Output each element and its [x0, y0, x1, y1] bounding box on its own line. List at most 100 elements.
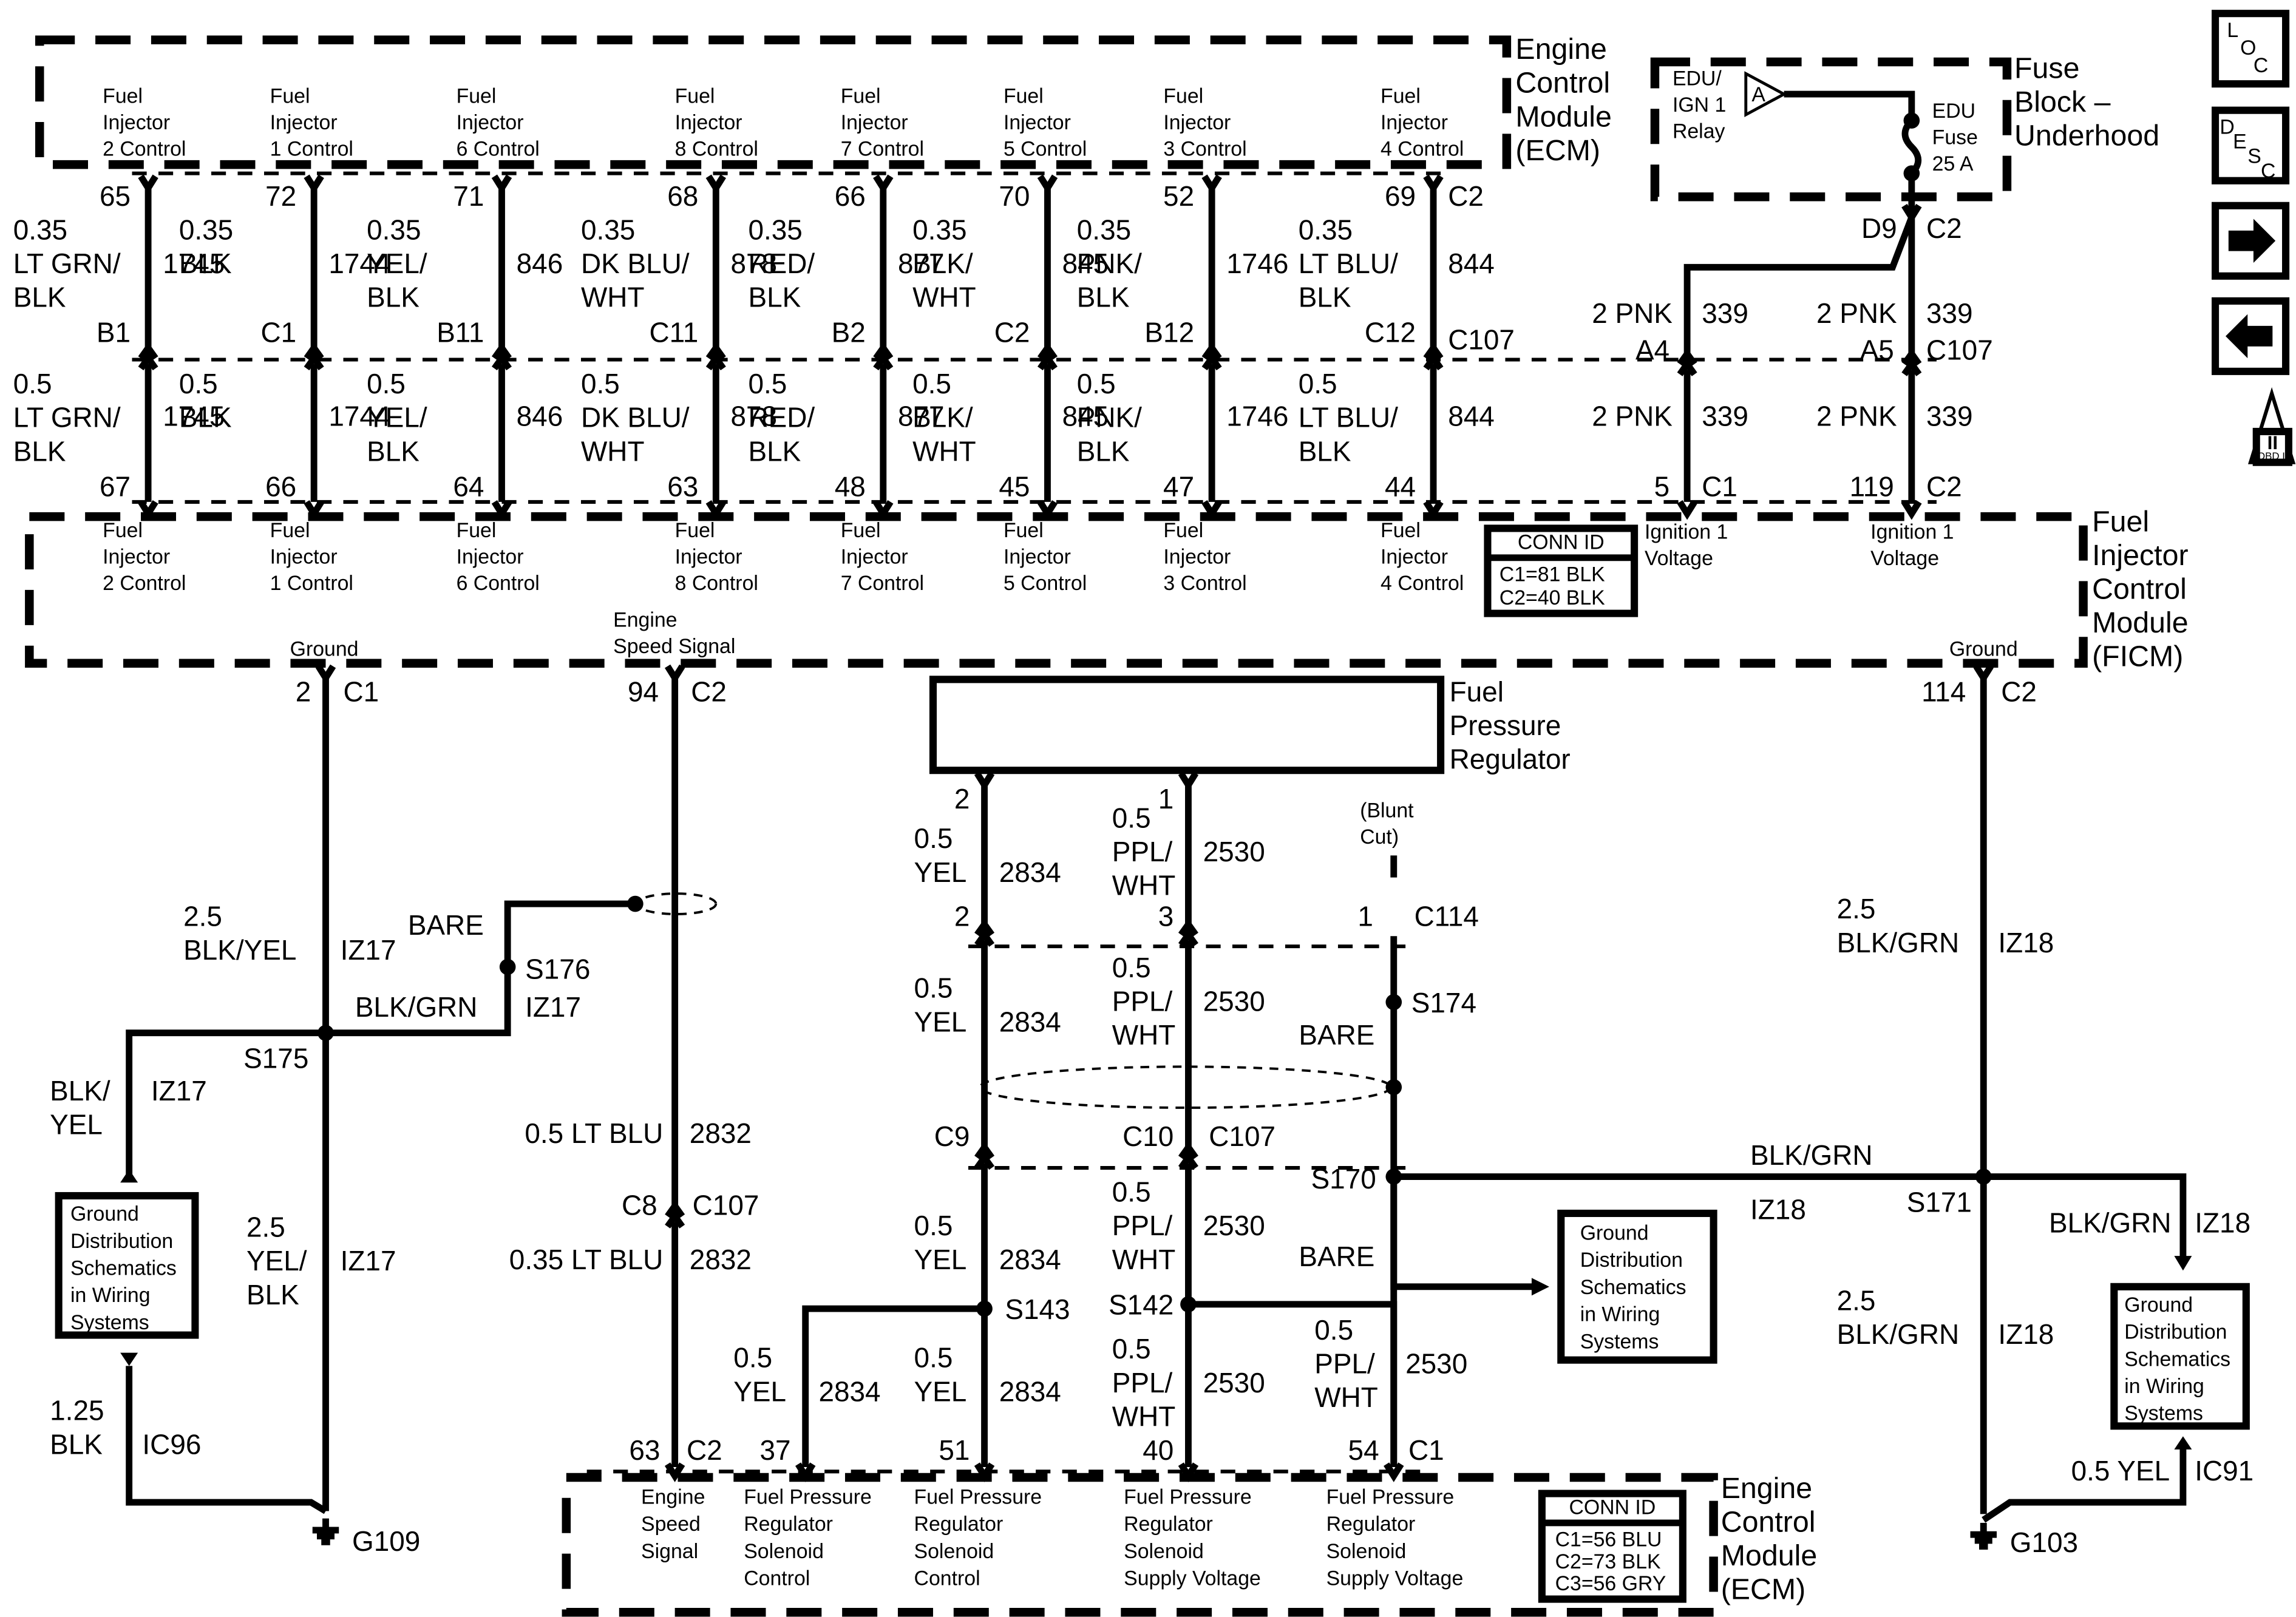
gds-box-text: Distribution	[70, 1230, 173, 1253]
ecm-pin-label: Solenoid	[1124, 1540, 1204, 1563]
ground-return-wire	[1982, 1449, 2187, 1523]
loc-button[interactable]	[2212, 10, 2290, 88]
conn-id-box	[1538, 1490, 1686, 1603]
c107-pin: B2	[832, 317, 866, 348]
wire-spec: 0.35	[1077, 214, 1131, 245]
wire-spec: DK BLU/	[581, 248, 690, 279]
ecm-pin-label: Fuel Pressure	[1124, 1485, 1252, 1508]
ecm-pin-number: 37	[759, 1434, 790, 1466]
arrow-left-icon	[2226, 314, 2273, 359]
circuit-number: 846	[517, 400, 563, 432]
connector-id: C2	[1448, 180, 1484, 212]
ficm-pin-label: 5 Control	[1004, 572, 1087, 595]
wire-spec: 0.5	[1112, 802, 1151, 833]
relay-label: Relay	[1673, 120, 1725, 143]
blunt-label: Cut)	[1360, 825, 1399, 849]
c107-connector	[1178, 1141, 1198, 1170]
wire-spec: 2.5	[183, 900, 222, 932]
wire-spec: LT BLU/	[1299, 248, 1398, 279]
gds-box-text: Ground	[70, 1202, 139, 1225]
fuse-label: Fuse	[1932, 126, 1978, 149]
wire-spec: 0.35	[367, 214, 421, 245]
wire-spec: PPL/	[1112, 1210, 1173, 1241]
ignition-wire-spec: 2 PNK	[1592, 400, 1673, 432]
splice-label: S171	[1907, 1187, 1972, 1218]
wire-spec: 0.5	[733, 1342, 772, 1374]
wire-spec: BLK	[1299, 435, 1351, 467]
ficm-pin-number: 45	[999, 470, 1030, 502]
ignition-wire-spec: 2 PNK	[1816, 400, 1897, 432]
ecm-top-title: Control	[1515, 67, 1610, 100]
splice-s176	[499, 958, 516, 975]
ficm-pin-label: 1 Control	[270, 572, 353, 595]
ecm-pin-label: Injector	[1381, 111, 1448, 134]
obd-fill	[2252, 427, 2292, 466]
shield-dot	[627, 895, 644, 912]
wire-spec: 0.5	[1112, 952, 1151, 983]
ficm-pin-label: Fuel	[675, 519, 715, 542]
wire-spec: BLK	[179, 248, 232, 279]
gds-box-right	[2110, 1283, 2250, 1430]
ficm-pin-label: 2 Control	[103, 572, 186, 595]
ficm-pin-label: Injector	[270, 545, 338, 568]
circuit-number: 2530	[1203, 1210, 1265, 1241]
ficm-pin-number: 94	[628, 676, 659, 708]
shield-dot	[1385, 1079, 1402, 1096]
gds-box-text: Ground	[1580, 1221, 1649, 1244]
ecm-pin-label: 3 Control	[1163, 138, 1246, 161]
shield-ground-wire	[1390, 1176, 1538, 1290]
circuit-number: 339	[1926, 297, 1973, 329]
fuse-label: 25 A	[1932, 152, 1974, 175]
wire-spec: LT GRN/	[13, 402, 121, 433]
circuit-number: 2530	[1203, 1367, 1265, 1398]
wire-spec: BLK	[367, 435, 419, 467]
ecm-pin-connector	[1384, 1462, 1404, 1482]
ecm-pin-connector	[1201, 174, 1222, 195]
circuit-number: 1746	[1226, 400, 1288, 432]
connector-id: C2	[691, 676, 727, 708]
desc-button[interactable]	[2212, 106, 2290, 185]
wire-spec: 2.5	[246, 1212, 285, 1243]
gds-box-text: Systems	[2124, 1402, 2203, 1425]
ficm-pin-label: Fuel	[1381, 519, 1421, 542]
ecm-pin-number: 68	[667, 180, 698, 212]
wire-spec: BLK/	[50, 1075, 110, 1107]
wire-spec: BLK	[748, 435, 801, 467]
ficm-speed-label: Engine	[613, 608, 677, 631]
ficm-pin-label: Injector	[841, 545, 908, 568]
gds-box-text: Schematics	[70, 1256, 177, 1280]
wire-spec: YEL	[914, 1006, 967, 1037]
ecm-top-title: Module	[1515, 100, 1612, 133]
ecm-bottom-title: (ECM)	[1721, 1573, 1806, 1606]
conn-id-entry: C3=56 GRY	[1555, 1572, 1666, 1595]
circuit-number: IZ18	[1998, 927, 2054, 958]
bare-label: BARE	[1299, 1019, 1374, 1051]
wire-spec: BLK	[748, 282, 801, 313]
wire-spec: 0.5	[1314, 1314, 1353, 1346]
circuit-number: 2834	[999, 1006, 1061, 1037]
ecm-pin-label: 4 Control	[1381, 138, 1464, 161]
circuit-number: 2530	[1405, 1348, 1467, 1379]
ecm-pin-number: 72	[265, 180, 296, 212]
ecm-pin-label: Supply Voltage	[1326, 1567, 1464, 1590]
wire-spec: BLK/GRN	[1837, 1318, 1960, 1350]
ficm-pin-label: 6 Control	[457, 572, 540, 595]
wire-spec: BLK/GRN	[355, 991, 478, 1023]
wire-spec: 0.5	[1112, 1333, 1151, 1364]
ecm-pin-label: 8 Control	[675, 138, 758, 161]
ecm-pin-label: Signal	[641, 1540, 698, 1563]
wire-spec: 0.35	[1299, 214, 1353, 245]
gds-box-text: Schematics	[1580, 1276, 1686, 1299]
branch-wire	[1983, 1173, 2187, 1262]
arrow-down-icon	[120, 1352, 138, 1366]
wire-spec: BLK	[50, 1428, 103, 1460]
wire-spec: 0.5	[1077, 368, 1116, 399]
wire-spec: BLK	[179, 402, 232, 433]
c107-pin: A5	[1860, 334, 1894, 366]
wire-spec: YEL	[733, 1375, 786, 1407]
connector-id: C114	[1415, 900, 1479, 932]
ignition-wire	[1683, 216, 1915, 360]
circuit-number: 2834	[999, 856, 1061, 888]
wire-spec: LT BLU/	[1299, 402, 1398, 433]
ficm-pin-number: 63	[667, 470, 698, 502]
